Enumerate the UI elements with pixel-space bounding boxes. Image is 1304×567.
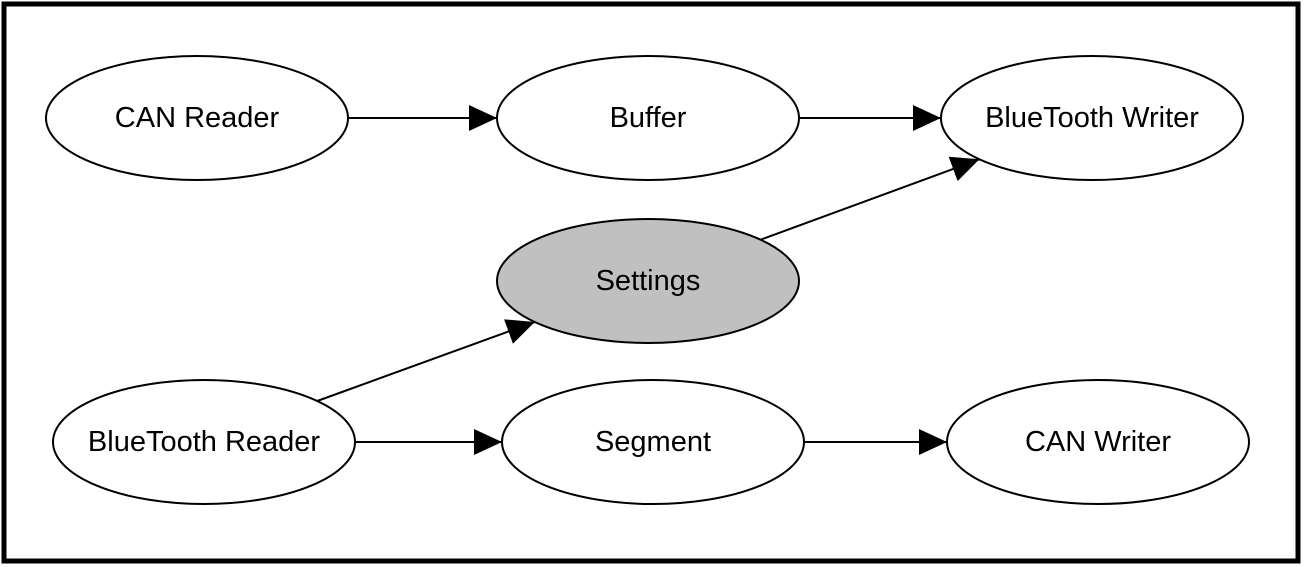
node-label-segment: Segment <box>595 426 711 458</box>
node-segment: Segment <box>501 379 805 505</box>
node-label-can-reader: CAN Reader <box>115 102 280 134</box>
node-label-buffer: Buffer <box>610 102 687 134</box>
node-bluetooth-writer: BlueTooth Writer <box>940 55 1244 181</box>
edge-settings-to-bluetooth-writer <box>760 156 980 241</box>
edges <box>316 105 980 455</box>
node-bluetooth-reader: BlueTooth Reader <box>52 379 356 505</box>
node-can-reader: CAN Reader <box>45 55 349 181</box>
node-label-bluetooth-reader: BlueTooth Reader <box>88 426 320 458</box>
node-settings: Settings <box>496 218 800 344</box>
node-label-bluetooth-writer: BlueTooth Writer <box>985 102 1199 134</box>
node-label-can-writer: CAN Writer <box>1025 426 1171 458</box>
node-label-settings: Settings <box>596 265 701 297</box>
node-buffer: Buffer <box>496 55 800 181</box>
node-can-writer: CAN Writer <box>946 379 1250 505</box>
edge-bluetooth-reader-to-settings <box>316 319 536 402</box>
